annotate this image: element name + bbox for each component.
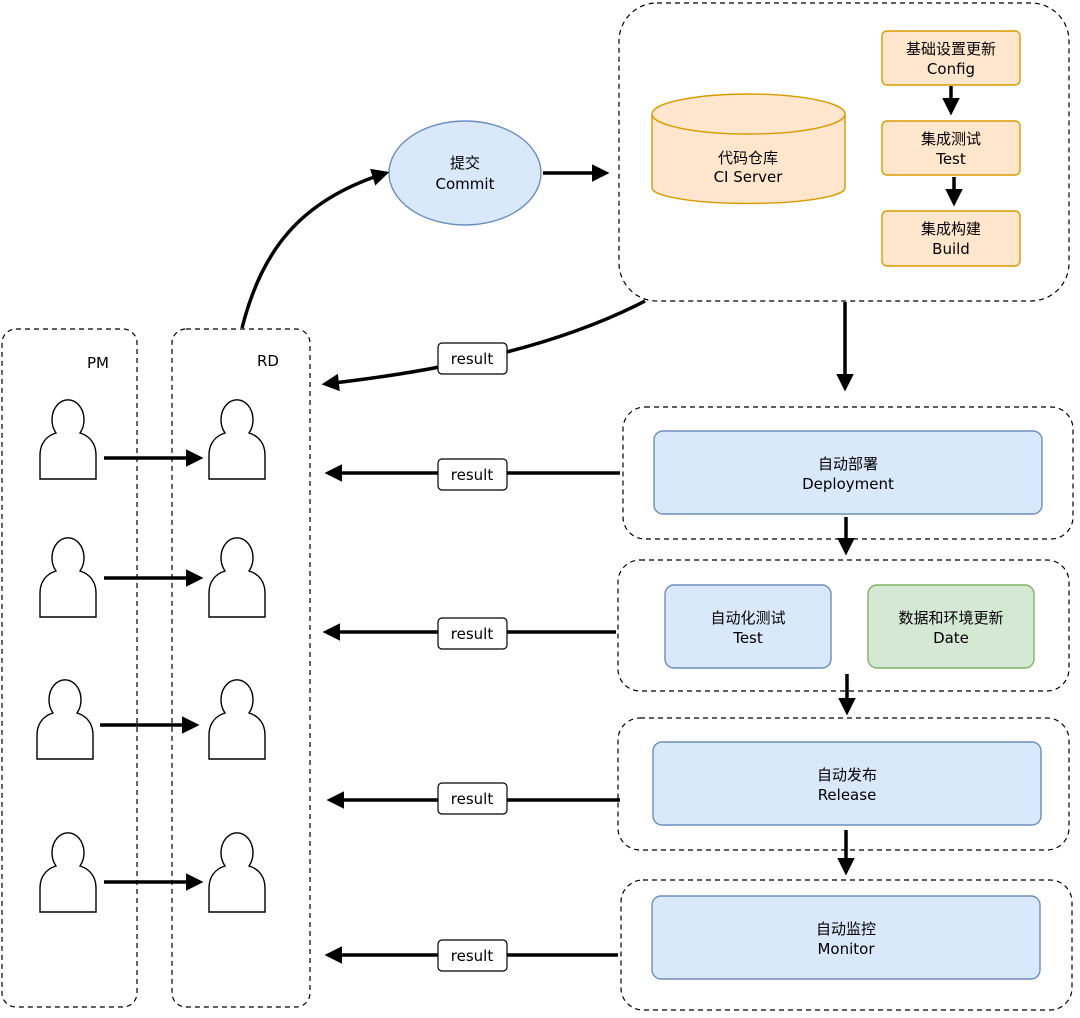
monitor-box: 自动监控 Monitor [651,895,1041,980]
rd-person-icon-1 [208,399,266,480]
pm-person-icon-4 [39,832,97,913]
data-update-label-cn: 数据和环境更新 [898,609,1003,627]
auto-test-label-en: Test [732,629,763,647]
rd-to-commit-arrow [240,168,390,329]
build-label-cn: 集成构建 [921,220,981,238]
auto-test-box: 自动化测试 Test [664,584,832,669]
result-tag-4: result [437,782,508,815]
config-label-cn: 基础设置更新 [906,40,996,58]
pm-lane: PM [1,328,138,1008]
release-box: 自动发布 Release [652,741,1042,826]
integration-test-label-cn: 集成测试 [921,130,981,148]
release-label-cn: 自动发布 [817,766,877,784]
pm-lane-label: PM [87,354,109,372]
result-tag-2-label: result [451,466,494,484]
rd-person-icon-2 [208,537,266,618]
pm-person-icon-2 [39,537,97,618]
repo-label-cn: 代码仓库 [718,149,778,167]
result-tag-2: result [437,458,508,491]
pm-person-icon-1 [39,399,97,480]
commit-label-cn: 提交 [450,154,480,172]
monitor-label-en: Monitor [817,940,875,958]
result-tag-3: result [437,617,508,650]
rd-lane: RD [171,328,311,1008]
rd-person-icon-4 [208,832,266,913]
result-tag-4-label: result [451,790,494,808]
auto-test-label-cn: 自动化测试 [710,609,785,627]
integration-test-step: 集成测试 Test [881,120,1021,176]
deployment-label-en: Deployment [802,475,894,493]
integration-test-label-en: Test [935,150,966,168]
result-tag-5: result [437,939,508,972]
data-update-box: 数据和环境更新 Date [867,584,1035,669]
release-label-en: Release [818,786,877,804]
build-step: 集成构建 Build [881,210,1021,267]
monitor-label-cn: 自动监控 [816,920,876,938]
rd-person-icon-3 [208,679,266,760]
release-group [617,717,1070,851]
result-tag-5-label: result [451,947,494,965]
config-step: 基础设置更新 Config [881,30,1021,86]
pm-person-icon-3 [36,679,94,760]
config-label-en: Config [927,60,975,78]
build-label-en: Build [932,240,970,258]
deployment-label-cn: 自动部署 [818,455,878,473]
data-update-label-en: Date [933,629,969,647]
ci-group [618,2,1070,302]
result-tag-1-label: result [451,350,494,368]
deployment-box: 自动部署 Deployment [653,430,1043,515]
commit-ellipse [388,120,542,226]
monitor-group [620,879,1073,1011]
commit-label-en: Commit [436,175,495,193]
result-tag-1: result [437,342,508,375]
commit-node: 提交 Commit [388,120,542,226]
test-group [617,559,1070,692]
code-repo-cylinder: 代码仓库 CI Server [651,93,846,205]
result-tag-3-label: result [451,625,494,643]
rd-lane-label: RD [257,352,279,370]
repo-label-en: CI Server [714,168,784,186]
